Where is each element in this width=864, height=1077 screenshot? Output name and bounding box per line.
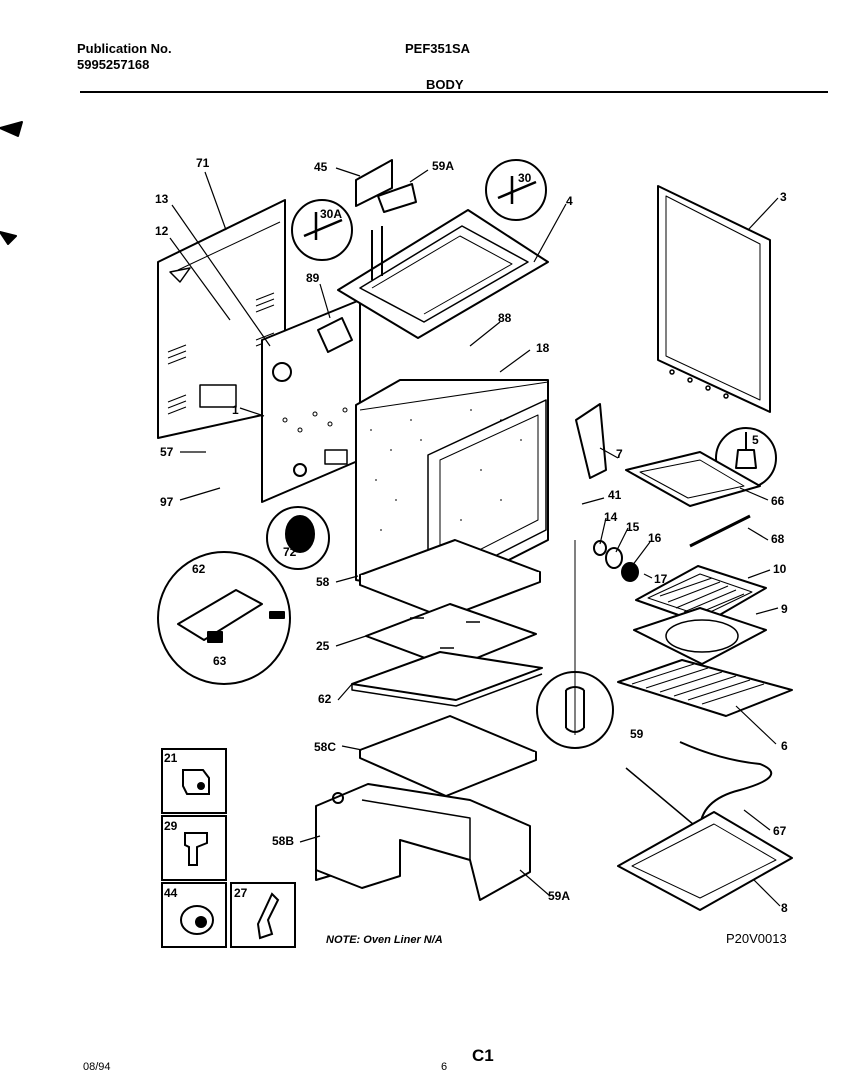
clip-27-icon bbox=[256, 892, 280, 940]
part-label-4: 4 bbox=[566, 194, 573, 208]
part-label-14: 14 bbox=[604, 510, 618, 524]
part-label-7: 7 bbox=[616, 447, 623, 461]
part-label-59: 59 bbox=[630, 727, 644, 741]
back-panel-vents bbox=[167, 292, 275, 415]
part-box-29 bbox=[161, 815, 227, 881]
footer-date: 08/94 bbox=[83, 1061, 111, 1073]
side-panel bbox=[657, 185, 771, 413]
hinge-bracket bbox=[355, 159, 393, 207]
part-label-6: 6 bbox=[781, 739, 788, 753]
part-label-12: 12 bbox=[155, 224, 169, 238]
part-box-44 bbox=[161, 882, 227, 948]
part-label-10: 10 bbox=[773, 562, 787, 576]
vent-tube bbox=[371, 183, 417, 280]
part-label-30a: 30A bbox=[320, 207, 343, 221]
part-label-18: 18 bbox=[536, 341, 550, 355]
publication-number: 5995257168 bbox=[77, 57, 150, 72]
part-label-66: 66 bbox=[771, 494, 785, 508]
shield-62 bbox=[351, 651, 543, 701]
part-label-41: 41 bbox=[608, 488, 622, 502]
element-67 bbox=[679, 741, 773, 831]
margin-mark-icon bbox=[0, 121, 23, 137]
publication-label: Publication No. bbox=[77, 41, 172, 56]
footer-page: 6 bbox=[441, 1061, 448, 1073]
part-label-5: 5 bbox=[752, 433, 759, 447]
part-label-1: 1 bbox=[232, 403, 239, 417]
part-label-25: 25 bbox=[316, 639, 330, 653]
part-label-21: 21 bbox=[164, 751, 178, 765]
part-label-68: 68 bbox=[771, 532, 785, 546]
part-label-71: 71 bbox=[196, 156, 210, 170]
part-label-3: 3 bbox=[780, 190, 787, 204]
part-label-8: 8 bbox=[781, 901, 788, 915]
detail-30A-circle bbox=[291, 199, 353, 261]
leader-lines bbox=[169, 167, 781, 907]
part-label-44: 44 bbox=[164, 886, 178, 900]
section-title: BODY bbox=[426, 77, 464, 92]
part-label-58b: 58B bbox=[272, 834, 295, 848]
header-rule bbox=[80, 91, 828, 93]
part-label-58: 58 bbox=[316, 575, 330, 589]
part-label-59a-top: 59A bbox=[432, 159, 455, 173]
element-bracket-7 bbox=[575, 403, 607, 479]
part-label-88: 88 bbox=[498, 311, 512, 325]
part-label-16: 16 bbox=[648, 531, 662, 545]
bracket-29-icon bbox=[184, 832, 208, 866]
footer-code: C1 bbox=[472, 1046, 494, 1065]
cooktop-frame bbox=[337, 209, 549, 339]
oven-rack-6 bbox=[617, 659, 793, 717]
part-box-27 bbox=[230, 882, 296, 948]
part-label-57: 57 bbox=[160, 445, 174, 459]
broiler-pan-9 bbox=[633, 607, 767, 665]
margin-mark-icon bbox=[0, 231, 17, 245]
part-label-30: 30 bbox=[518, 171, 532, 185]
oven-bottom-8 bbox=[617, 811, 793, 911]
part-label-97: 97 bbox=[160, 495, 174, 509]
figure-code: P20V0013 bbox=[726, 931, 787, 946]
part-label-89: 89 bbox=[306, 271, 320, 285]
thermostat bbox=[317, 317, 353, 353]
part-label-62-detail: 62 bbox=[192, 562, 206, 576]
part-label-17: 17 bbox=[654, 572, 668, 586]
part-label-9: 9 bbox=[781, 602, 788, 616]
part-label-27: 27 bbox=[234, 886, 248, 900]
part-label-15: 15 bbox=[626, 520, 640, 534]
back-panel-plate bbox=[199, 384, 237, 408]
part-label-72: 72 bbox=[283, 545, 297, 559]
model-number: PEF351SA bbox=[405, 41, 471, 56]
bake-element-66 bbox=[625, 451, 761, 507]
part-label-45: 45 bbox=[314, 160, 328, 174]
part-box-21 bbox=[161, 748, 227, 814]
part-label-62: 62 bbox=[318, 692, 332, 706]
part-label-29: 29 bbox=[164, 819, 178, 833]
oven-liner-note: NOTE: Oven Liner N/A bbox=[326, 934, 443, 946]
knob-44-icon bbox=[180, 905, 214, 935]
clip-21-icon bbox=[182, 769, 210, 795]
part-label-58c: 58C bbox=[314, 740, 337, 754]
base-frame bbox=[315, 783, 531, 901]
part-label-63: 63 bbox=[213, 654, 227, 668]
part-label-59a-bottom: 59A bbox=[548, 889, 571, 903]
broil-element-68 bbox=[689, 514, 751, 548]
part-label-13: 13 bbox=[155, 192, 169, 206]
part-label-67: 67 bbox=[773, 824, 787, 838]
